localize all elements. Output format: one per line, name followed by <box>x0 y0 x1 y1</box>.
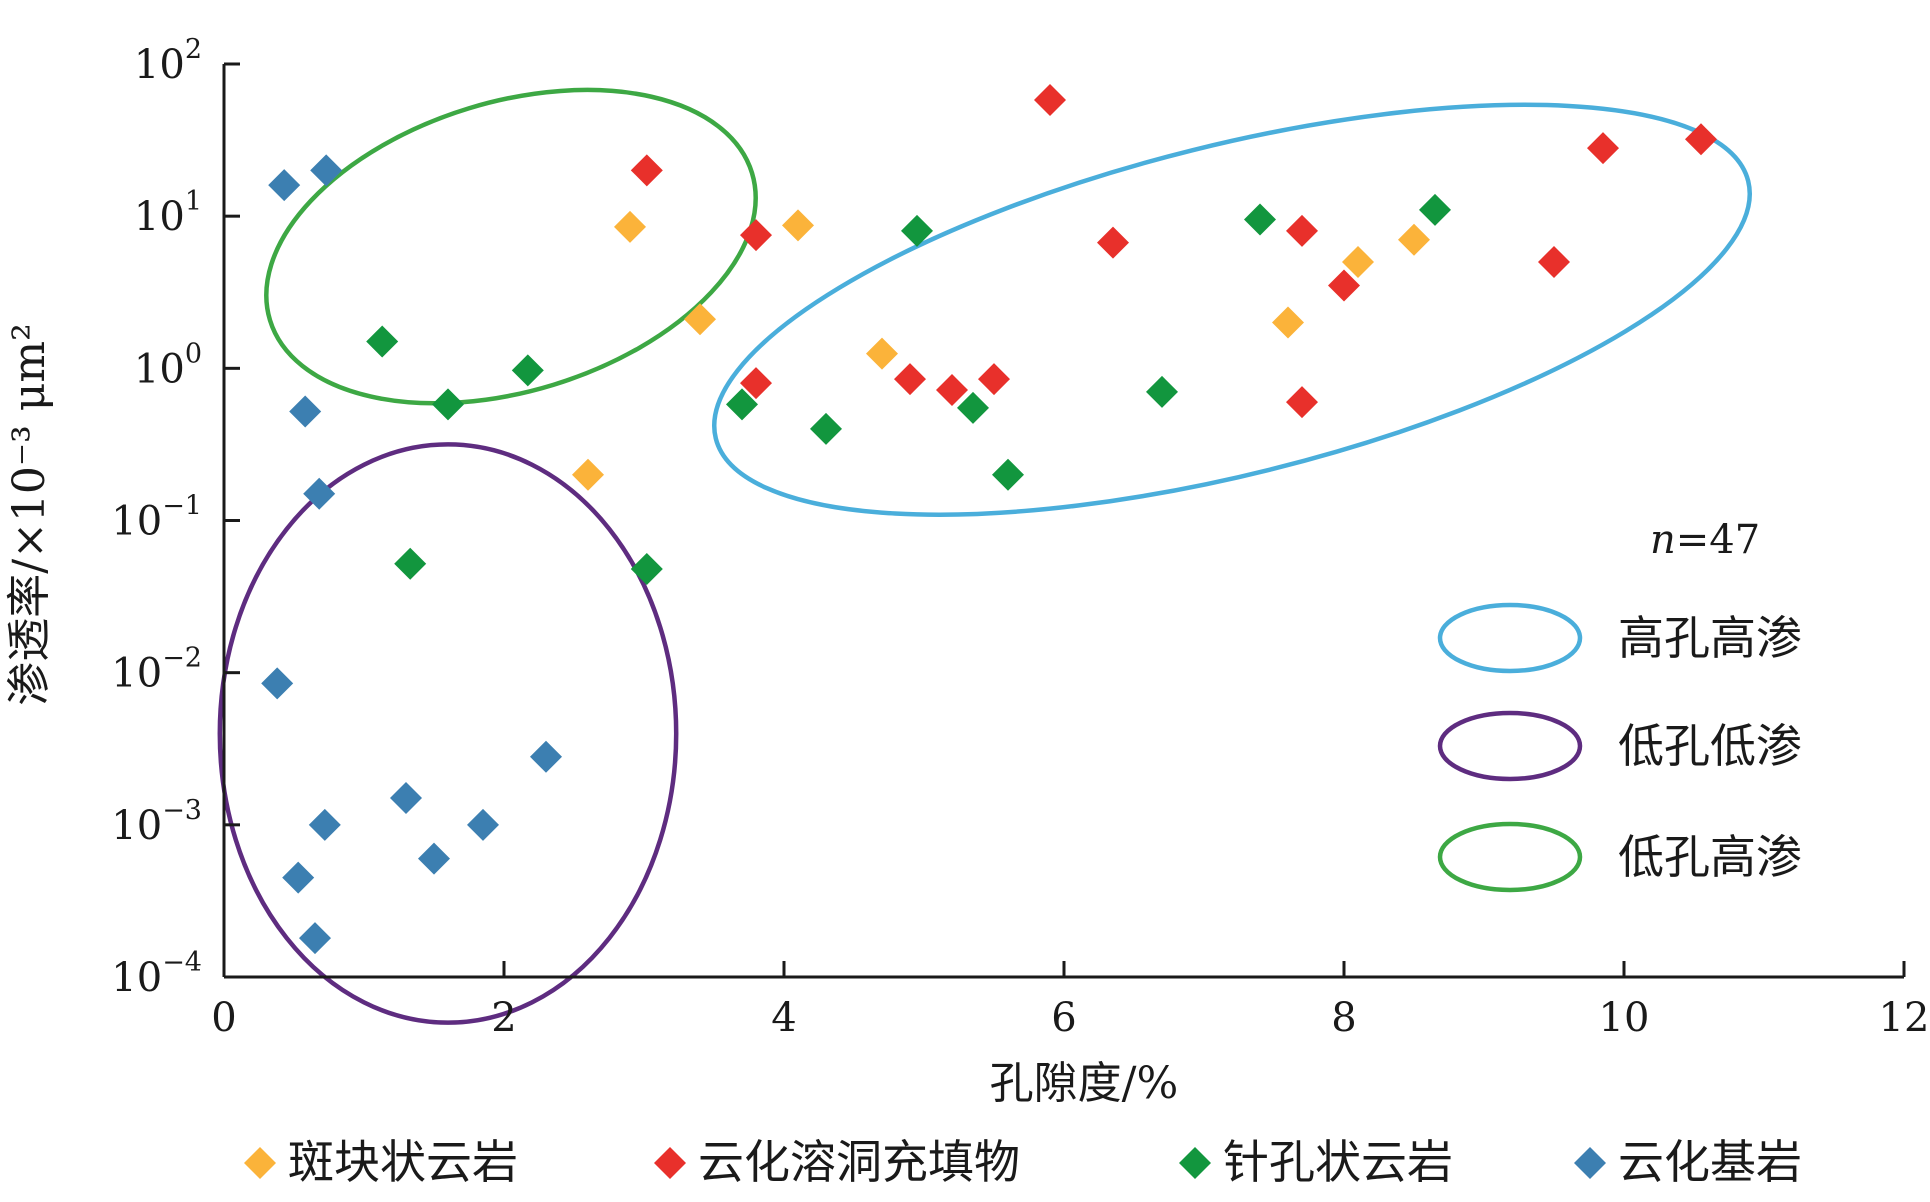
y-tick-label: 10−4 <box>111 947 202 1001</box>
data-point <box>282 861 315 894</box>
region-legend-swatch <box>1437 602 1583 674</box>
x-tick-label: 6 <box>1051 995 1076 1041</box>
data-point <box>418 842 450 875</box>
series-legend-marker <box>244 1147 276 1179</box>
series-legend-marker <box>654 1147 686 1179</box>
data-point <box>1286 214 1318 247</box>
data-point <box>268 169 301 202</box>
data-point <box>1419 193 1451 226</box>
data-point <box>310 154 343 187</box>
data-point <box>740 219 772 252</box>
x-tick-label: 12 <box>1879 995 1930 1041</box>
data-point <box>1034 83 1066 116</box>
data-point <box>1685 123 1717 156</box>
series-legend-label: 斑块状云岩 <box>288 1135 518 1189</box>
data-point <box>740 367 772 400</box>
data-point <box>992 458 1024 491</box>
axes <box>222 62 1906 979</box>
x-tick-label: 2 <box>491 995 516 1041</box>
series-legend-label: 针孔状云岩 <box>1223 1135 1453 1189</box>
region-ellipse-3 <box>264 87 758 406</box>
x-tick-label: 0 <box>211 995 236 1041</box>
data-point <box>1286 386 1318 419</box>
data-point <box>1328 269 1360 302</box>
x-axis-title: 孔隙度/% <box>990 1058 1179 1109</box>
data-point <box>810 412 842 445</box>
data-point <box>901 214 933 247</box>
series-legend-label: 云化溶洞充填物 <box>698 1135 1020 1189</box>
data-point <box>894 363 926 396</box>
data-point <box>572 458 604 491</box>
data-point <box>1272 306 1304 339</box>
data-point <box>394 547 427 580</box>
data-point <box>303 477 336 510</box>
region-legend-label: 高孔高渗 <box>1618 611 1802 665</box>
data-point <box>782 209 814 242</box>
data-point <box>978 363 1010 396</box>
y-tick-label: 10−1 <box>111 491 202 545</box>
region-legend-label: 低孔低渗 <box>1618 719 1802 773</box>
data-point <box>432 388 464 421</box>
data-point <box>614 210 646 243</box>
x-tick-label: 8 <box>1331 995 1356 1041</box>
region-ellipses <box>217 87 1752 1025</box>
data-point <box>936 374 968 407</box>
data-point <box>289 395 322 428</box>
x-tick-label: 10 <box>1599 995 1650 1041</box>
series-legend-label: 云化基岩 <box>1618 1135 1802 1189</box>
data-point <box>866 337 898 370</box>
y-tick-label: 100 <box>134 338 202 392</box>
y-tick-label: 10−3 <box>111 795 202 849</box>
data-point <box>726 388 758 421</box>
y-tick-label: 102 <box>134 34 202 88</box>
data-point <box>630 553 663 586</box>
y-axis-title: 渗透率/×10⁻³ μm² <box>4 323 55 706</box>
data-point <box>1097 226 1129 259</box>
data-point <box>511 354 544 387</box>
data-point <box>366 325 399 358</box>
series-legend-marker <box>1179 1147 1211 1179</box>
region-ellipse-1 <box>712 102 1752 517</box>
axis-labels: 0 2 4 6 8 10 12 10−4 10−3 10−2 10−1 100 101 102 孔隙度/% 渗… <box>4 34 1929 1109</box>
data-point <box>467 808 499 841</box>
data-point <box>957 391 989 424</box>
data-point <box>299 922 331 955</box>
data-point <box>1398 223 1430 256</box>
series-legend-marker <box>1574 1147 1606 1179</box>
region-legend-label: 低孔高渗 <box>1618 830 1802 884</box>
data-point <box>261 667 294 700</box>
data-points <box>261 83 1717 955</box>
region-legend-swatch <box>1437 821 1583 893</box>
y-tick-label: 101 <box>134 186 202 240</box>
data-point <box>390 782 422 815</box>
region-legend-swatch <box>1437 710 1583 782</box>
x-tick-label: 4 <box>771 995 796 1041</box>
data-point <box>1342 245 1374 278</box>
data-point <box>630 154 663 187</box>
data-point <box>1244 203 1276 236</box>
y-tick-label: 10−2 <box>111 643 202 697</box>
data-point <box>1538 245 1570 278</box>
data-point <box>1146 375 1178 408</box>
data-point <box>1587 132 1619 165</box>
data-point <box>530 740 562 773</box>
sample-count-note: n=47 <box>1650 517 1760 563</box>
region-ellipse-2 <box>217 442 679 1025</box>
data-point <box>684 303 716 336</box>
data-point <box>308 808 341 841</box>
